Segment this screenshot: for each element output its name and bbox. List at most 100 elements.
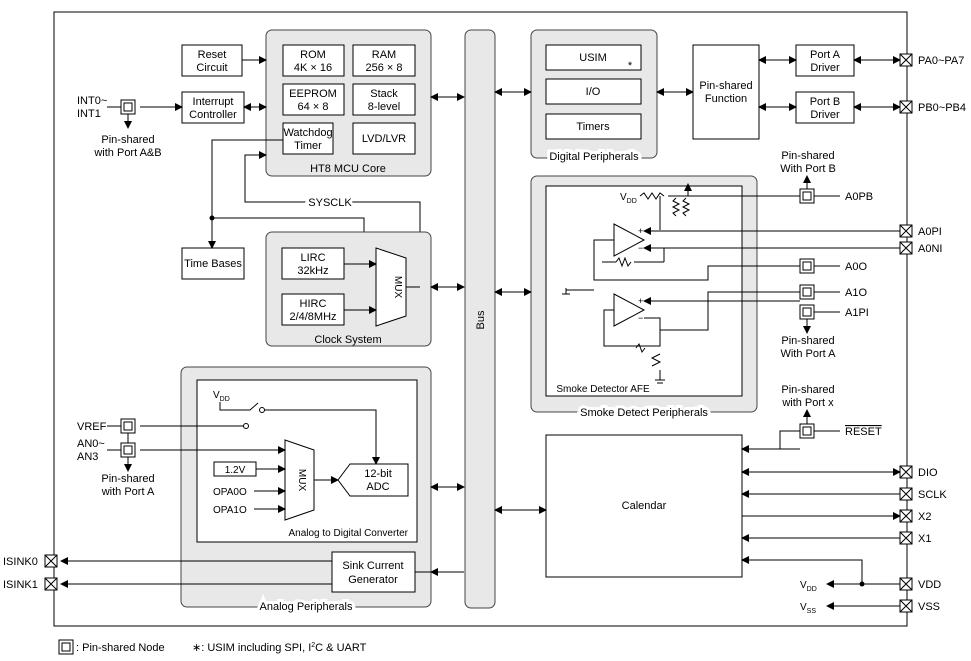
wdt-to-timebase-wire — [208, 139, 283, 249]
rom-block — [282, 44, 345, 77]
afe-resistor — [671, 197, 681, 217]
stack-block — [352, 83, 416, 116]
analog-peripherals-label: Analog Peripherals — [260, 601, 353, 613]
pin-vdd — [899, 577, 913, 591]
stack-size: 8-level — [368, 101, 400, 113]
pin-an-label-2: AN3 — [77, 451, 98, 463]
reset-internal-wire — [779, 430, 800, 449]
eeprom-label: EEPROM — [289, 88, 337, 100]
reset-shared-note-2: with Port x — [781, 397, 834, 409]
vdd-to-calendar — [741, 556, 900, 585]
calendar-label: Calendar — [622, 500, 667, 512]
pin-vss-label: VSS — [918, 601, 940, 613]
pin-vss — [899, 599, 913, 613]
watchdog-label: Watchdog — [283, 127, 332, 139]
sysclk-label: SYSCLK — [308, 197, 352, 209]
pin-an-label: AN0~ — [77, 438, 105, 450]
pin-isink0-label: ISINK0 — [3, 556, 38, 568]
pin-vdd-label: VDD — [918, 579, 941, 591]
psf-label: Pin-shared — [699, 80, 752, 92]
pin-sclk-label: SCLK — [918, 489, 947, 501]
port-a-driver-label: Port A — [810, 49, 841, 61]
afe-resistor-fb1 — [635, 342, 646, 354]
calendar-block — [545, 434, 743, 578]
eeprom-size: 64 × 8 — [298, 101, 329, 113]
pin-isink1-label: ISINK1 — [3, 579, 38, 591]
pin-dio-label: DIO — [918, 467, 938, 479]
int-shared-note-2: with Port A&B — [93, 147, 161, 159]
sink-current-label-2: Generator — [348, 574, 398, 586]
a1o-wire — [660, 291, 800, 331]
watchdog-block — [282, 122, 334, 155]
adc-title: Analog to Digital Converter — [288, 528, 408, 539]
io-block — [545, 78, 642, 105]
rom-size: 4K × 16 — [294, 62, 332, 74]
node-reset — [799, 423, 815, 439]
adc-vdd-label: VDD — [213, 390, 230, 403]
smoke-peripherals-label: Smoke Detect Peripherals — [580, 407, 708, 419]
adc-label-2: ADC — [366, 481, 389, 493]
node-a0pb — [799, 188, 815, 204]
pin-pb-label: PB0~PB4 — [918, 102, 966, 114]
a0o-wire — [593, 239, 800, 281]
node-a1o — [799, 284, 815, 300]
digital-peripherals-label: Digital Peripherals — [549, 151, 639, 163]
a0pb-shared-note: Pin-shared — [781, 150, 834, 162]
reset-circuit-label: Reset — [198, 49, 227, 61]
afe-resistor-top — [639, 192, 665, 200]
legend-usim-note: ∗: USIM including SPI, I2C & UART — [192, 642, 367, 654]
afe-resistor — [681, 197, 691, 217]
pin-x1 — [899, 531, 913, 545]
pin-a0pi — [899, 224, 913, 238]
clock-system-label: Clock System — [314, 334, 381, 346]
reset-circuit-label-2: Circuit — [196, 62, 227, 74]
legend-node-icon — [58, 639, 74, 655]
time-bases-block — [181, 247, 245, 280]
switch-node — [243, 423, 249, 429]
pin-sclk — [899, 487, 913, 501]
pin-int-label-2: INT1 — [77, 108, 101, 120]
sink-current-block — [331, 551, 416, 593]
chip-boundary — [53, 11, 908, 627]
opamp-plus: + — [638, 226, 643, 236]
pin-a0ni — [899, 241, 913, 255]
adc-mux-label: MUX — [296, 469, 307, 492]
clock-mux-label: MUX — [392, 276, 403, 299]
a1pi-shared-note-2: With Port A — [780, 348, 836, 360]
pin-pb — [899, 100, 913, 114]
reset-shared-note: Pin-shared — [781, 384, 834, 396]
pin-dio — [899, 465, 913, 479]
an-shared-note: Pin-shared — [101, 473, 154, 485]
afe-resistor-fb — [615, 256, 632, 268]
pin-a0o-label: A0O — [845, 261, 867, 273]
right-pins — [899, 53, 913, 613]
hirc-label: HIRC — [300, 298, 327, 310]
pin-isink1 — [44, 577, 58, 591]
hirc-freq: 2/4/8MHz — [289, 311, 336, 323]
pin-x2 — [899, 509, 913, 523]
junction-dot — [209, 215, 215, 221]
pin-x2-label: X2 — [918, 511, 931, 523]
a0pb-shared-note-2: With Port B — [780, 163, 836, 175]
reset-circuit-block — [181, 44, 243, 77]
lirc-freq: 32kHz — [297, 265, 328, 277]
port-b-driver-label: Port B — [810, 96, 841, 108]
pin-isink0 — [44, 554, 58, 568]
lirc-label: LIRC — [300, 252, 325, 264]
pin-x1-label: X1 — [918, 533, 931, 545]
pin-int-label: INT0~ — [77, 95, 107, 107]
port-a-driver-block — [795, 44, 855, 77]
pin-pa-label: PA0~PA7 — [918, 55, 964, 67]
usim-star: * — [628, 60, 633, 72]
stack-label: Stack — [370, 88, 398, 100]
adc-label: 12-bit — [364, 468, 392, 480]
interrupt-controller-label: Interrupt — [193, 96, 234, 108]
port-b-driver-label-2: Driver — [810, 109, 840, 121]
node-a0o — [799, 258, 815, 274]
switch-node — [259, 407, 265, 413]
watchdog-label-2: Timer — [294, 140, 322, 152]
pin-a0pb-label: A0PB — [845, 191, 873, 203]
ref-1v2-label: 1.2V — [225, 465, 246, 476]
io-label: I/O — [586, 86, 601, 98]
mcu-core-label: HT8 MCU Core — [310, 163, 386, 175]
